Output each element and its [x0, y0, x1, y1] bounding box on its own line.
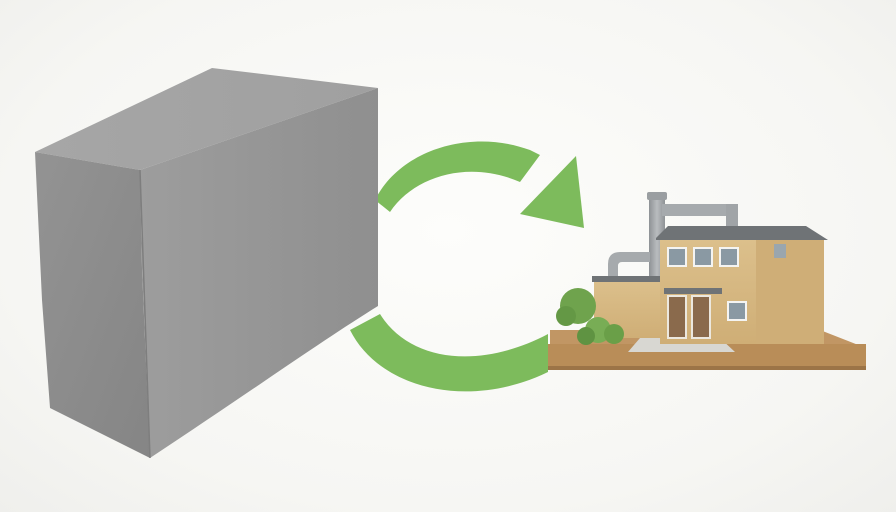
door-band [664, 288, 722, 294]
block-left-face [35, 152, 150, 458]
ground-slab-front [548, 366, 866, 370]
pipe-horizontal-top [662, 204, 736, 216]
side-window [727, 301, 747, 321]
block-top-face [35, 68, 378, 170]
arrow-upper-arc [375, 141, 540, 212]
building-side-shade [756, 238, 824, 344]
upper-windows [667, 244, 786, 267]
block-right-face [140, 88, 378, 458]
concrete-block-icon [35, 68, 378, 459]
ground-slab [548, 344, 866, 366]
pipe-left [608, 252, 650, 280]
factory-building-icon [548, 192, 866, 370]
pipe-drop [726, 204, 738, 230]
annex-roof [592, 276, 668, 282]
building-roof [656, 226, 828, 240]
block-edge [139, 169, 151, 459]
cycle-arrow-icon [350, 141, 584, 392]
pipe-cap [647, 192, 667, 200]
doors [667, 295, 711, 339]
arrow-head [520, 156, 584, 228]
arrow-lower-arc [350, 314, 548, 392]
shrubs [556, 288, 624, 345]
